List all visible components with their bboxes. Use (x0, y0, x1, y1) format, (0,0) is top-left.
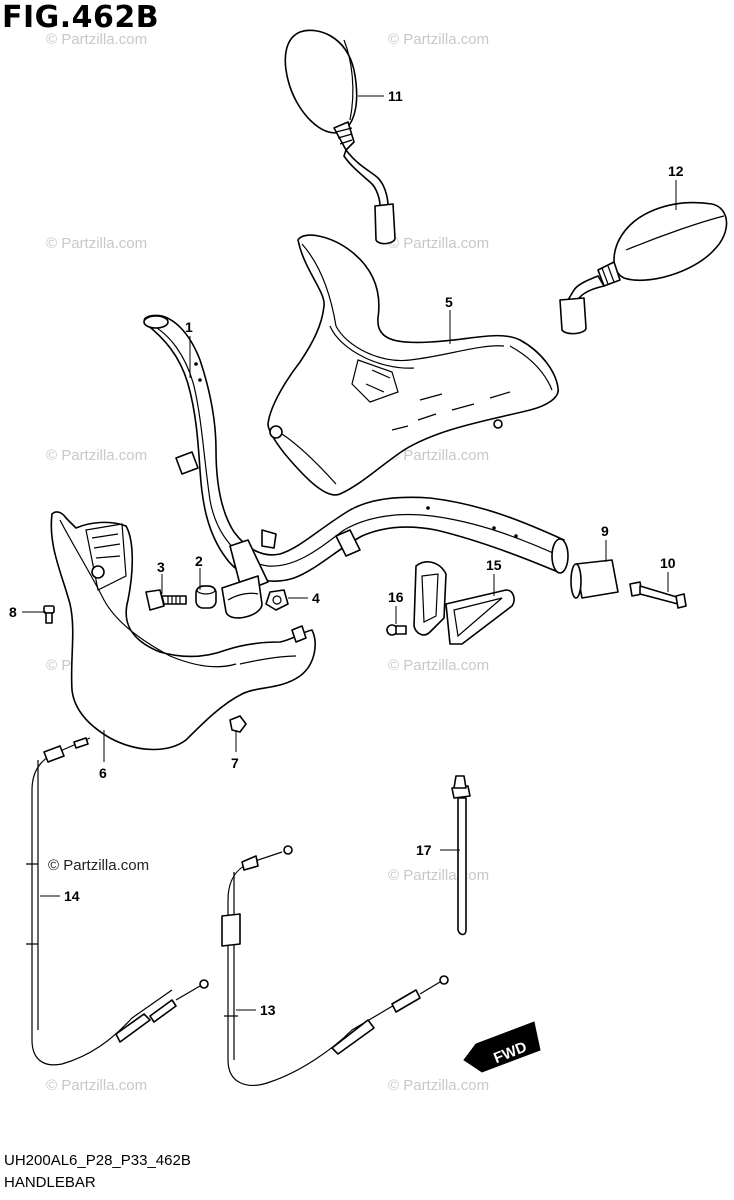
watermark: © Partzilla.com (48, 857, 149, 874)
watermark: © Partzilla.com (46, 31, 147, 48)
callout-17: 17 (416, 842, 432, 858)
figure-code: UH200AL6_P28_P33_462B (4, 1152, 191, 1169)
cable-13-part (221, 845, 449, 1086)
callout-7: 7 (231, 755, 239, 771)
callouts: 1 2 3 4 5 6 7 8 9 10 11 12 13 14 15 16 1… (9, 88, 684, 1018)
callout-8: 8 (9, 604, 17, 620)
watermark: © Partzilla.com (388, 657, 489, 674)
callout-1: 1 (185, 319, 193, 335)
cable-tie-part (451, 775, 471, 936)
leader-lines (22, 95, 677, 1011)
collar-part (195, 585, 217, 609)
watermark: © Partzilla.com (388, 235, 489, 252)
watermark: © Partzilla.com (46, 447, 147, 464)
callout-4: 4 (312, 590, 320, 606)
callout-12: 12 (668, 163, 684, 179)
callout-2: 2 (195, 553, 203, 569)
callout-6: 6 (99, 765, 107, 781)
bolt-part (145, 589, 187, 611)
callout-14: 14 (64, 888, 80, 904)
watermark: © Partzilla.com (388, 447, 489, 464)
watermark: © Partzilla.com (388, 31, 489, 48)
balancer-part (570, 559, 619, 599)
nut-part (265, 589, 289, 611)
handlebar-part (143, 314, 569, 619)
watermark: © Partzilla.com (46, 1077, 147, 1094)
handlebar-cover-rear-part (50, 511, 316, 751)
mirror-left-part (284, 29, 396, 245)
figure-name: HANDLEBAR (4, 1174, 96, 1191)
mirror-right-part (559, 201, 728, 335)
clip-part (229, 715, 247, 733)
cable-14-part (26, 737, 209, 1066)
callout-3: 3 (157, 559, 165, 575)
callout-11: 11 (388, 88, 403, 104)
bracket-part (413, 561, 515, 645)
forward-arrow-icon: FWD (463, 1021, 541, 1073)
screw-part (43, 605, 55, 624)
handlebar-cover-front-part (267, 234, 559, 496)
watermark: © Partzilla.com (388, 1077, 489, 1094)
callout-13: 13 (260, 1002, 276, 1018)
callout-9: 9 (601, 523, 609, 539)
watermark: © Partzilla.com (46, 235, 147, 252)
callout-5: 5 (445, 294, 453, 310)
small-screw-part (386, 624, 407, 636)
callout-15: 15 (486, 557, 502, 573)
callout-10: 10 (660, 555, 676, 571)
callout-16: 16 (388, 589, 404, 605)
watermark: © Partzilla.com (388, 867, 489, 884)
long-bolt-part (629, 581, 687, 609)
figure-title: FIG.462B (2, 0, 160, 35)
